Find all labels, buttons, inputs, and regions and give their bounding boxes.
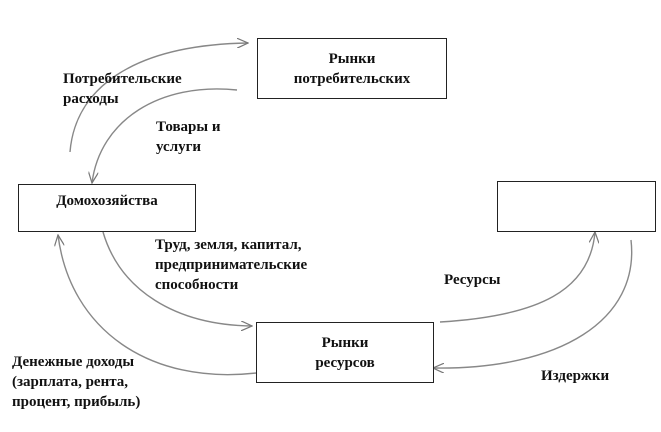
costs-text: Издержки [541, 368, 610, 384]
arrow-costs-to-resource-markets [433, 239, 633, 368]
arrow-income-to-households [58, 235, 257, 376]
consumer-spending-label: Потребительские расходы [63, 69, 182, 109]
money-income-line1: Денежные доходы [12, 354, 135, 370]
arrow-spending-to-consumer-markets [69, 43, 248, 153]
firms-box [497, 181, 656, 232]
money-income-line2: (зарплата, рента, [12, 374, 129, 390]
resources-label: Ресурсы [444, 270, 500, 290]
resources-text: Ресурсы [444, 272, 501, 288]
resource-markets-box: Рынки ресурсов [256, 322, 434, 383]
factors-line3: способности [155, 277, 239, 293]
consumer-markets-line2: потребительских [293, 70, 411, 87]
arrow-goods-to-households [92, 88, 238, 183]
goods-services-line1: Товары и [156, 119, 221, 135]
arrow-factors-to-resource-markets [102, 231, 252, 326]
consumer-markets-line1: Рынки [328, 50, 376, 67]
goods-services-label: Товары и услуги [156, 117, 221, 157]
factors-line1: Труд, земля, капитал, [155, 237, 302, 253]
households-box: Домохозяйства [18, 184, 196, 232]
money-income-label: Денежные доходы (зарплата, рента, процен… [12, 352, 140, 412]
money-income-line3: процент, прибыль) [12, 394, 141, 410]
resource-markets-line2: ресурсов [315, 354, 375, 371]
factors-line2: предпринимательские [155, 257, 308, 273]
consumer-spending-line2: расходы [63, 91, 119, 107]
costs-label: Издержки [541, 366, 609, 386]
consumer-markets-box: Рынки потребительских [257, 38, 447, 99]
goods-services-line2: услуги [156, 139, 202, 155]
consumer-spending-line1: Потребительские [63, 71, 182, 87]
households-label: Домохозяйства [56, 193, 158, 209]
factors-label: Труд, земля, капитал, предпринимательски… [155, 235, 307, 295]
arrow-resources-to-firms [439, 232, 595, 323]
resource-markets-line1: Рынки [321, 334, 369, 351]
